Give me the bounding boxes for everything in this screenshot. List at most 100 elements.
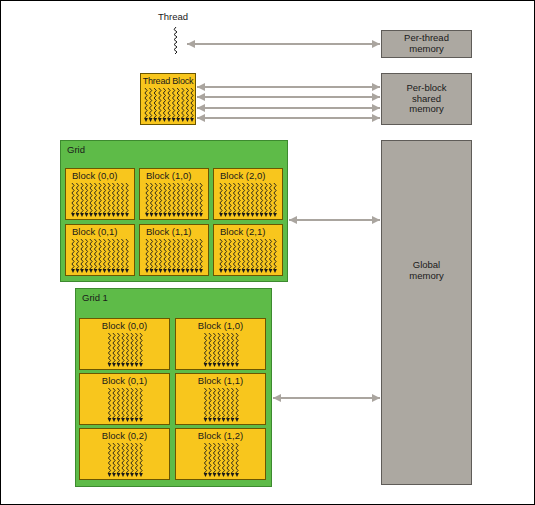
thread-squiggle — [186, 183, 190, 217]
thread-squiggle — [224, 239, 228, 273]
thread-squiggle — [172, 88, 176, 122]
thread-squiggle — [103, 239, 107, 273]
thread-squiggle — [246, 183, 250, 217]
thread-squiggle — [226, 443, 230, 477]
thread-squiggle — [235, 333, 239, 367]
node-label: Block (2,0) — [214, 169, 282, 182]
thread-squiggle — [195, 183, 199, 217]
thread-squiggle — [112, 443, 116, 477]
thread-squiggle — [139, 333, 143, 367]
thread-squiggle — [195, 239, 199, 273]
thread-squiggle — [144, 88, 148, 122]
thread-squiggle — [117, 333, 121, 367]
memory-box: Global memory — [381, 140, 472, 485]
thread-squiggle — [89, 239, 93, 273]
thread-squiggle — [231, 333, 235, 367]
thread-squiggle — [255, 183, 259, 217]
thread-block-box: Thread Block — [140, 73, 196, 125]
thread-squiggle — [126, 333, 130, 367]
node-label: Block (1,1) — [140, 225, 208, 238]
thread-squiggle — [177, 239, 181, 273]
thread-squiggle — [116, 239, 120, 273]
grid-box: GridBlock (0,0)Block (1,0)Block (2,0)Blo… — [60, 140, 288, 282]
thread-squiggle — [224, 183, 228, 217]
node-label: Global memory — [399, 260, 455, 282]
thread-squiggle — [213, 333, 217, 367]
thread-squiggle — [94, 239, 98, 273]
thread-squiggle — [186, 239, 190, 273]
thread-squiggle — [117, 388, 121, 422]
thread-squiggle — [126, 443, 130, 477]
thread-squiggle — [226, 333, 230, 367]
thread-squiggle — [76, 183, 80, 217]
thread-squiggle — [208, 388, 212, 422]
thread-squiggle — [226, 388, 230, 422]
thread-squiggle — [235, 443, 239, 477]
thread-squiggle — [177, 183, 181, 217]
thread-squiggle — [107, 183, 111, 217]
thread-squiggle — [246, 239, 250, 273]
thread-squiggle — [103, 183, 107, 217]
thread-squiggle — [273, 239, 277, 273]
thread-squiggle — [139, 443, 143, 477]
thread-squiggle — [150, 239, 154, 273]
thread-squiggle — [237, 239, 241, 273]
block-box: Block (1,1) — [175, 373, 266, 425]
memory-access-arrow — [197, 107, 380, 109]
thread-squiggle — [222, 443, 226, 477]
thread-squiggle — [190, 239, 194, 273]
thread-squiggle — [204, 388, 208, 422]
thread-squiggle — [208, 333, 212, 367]
thread-squiggle — [117, 443, 121, 477]
thread-squiggle — [94, 183, 98, 217]
node-label: Block (0,1) — [80, 374, 169, 387]
memory-access-arrow — [197, 96, 380, 98]
thread-squiggle — [116, 183, 120, 217]
node-label: Block (1,1) — [176, 374, 265, 387]
thread-squiggle — [80, 183, 84, 217]
thread-squiggle — [233, 183, 237, 217]
thread-squiggle — [273, 183, 277, 217]
thread-squiggle — [121, 388, 125, 422]
thread-squiggle — [208, 443, 212, 477]
thread-squiggle — [172, 183, 176, 217]
thread-squiggle — [89, 183, 93, 217]
thread-squiggle — [204, 443, 208, 477]
block-box: Block (0,1) — [79, 373, 170, 425]
thread-squiggle — [260, 183, 264, 217]
thread-label: Thread — [158, 12, 188, 23]
thread-squiggle — [181, 183, 185, 217]
thread-squiggle — [159, 239, 163, 273]
thread-squiggle — [135, 443, 139, 477]
thread-squiggle — [174, 27, 177, 54]
memory-access-arrow — [197, 86, 380, 88]
thread-squiggle — [108, 333, 112, 367]
thread-squiggle — [163, 183, 167, 217]
thread-squiggle — [71, 183, 75, 217]
thread-squiggle — [163, 239, 167, 273]
thread-squiggle — [186, 88, 190, 122]
thread-squiggle — [219, 239, 223, 273]
thread-squiggle — [251, 239, 255, 273]
node-label: Block (2,1) — [214, 225, 282, 238]
thread-squiggle — [222, 388, 226, 422]
thread-squiggle — [199, 239, 203, 273]
memory-box: Per-block shared memory — [381, 73, 472, 125]
thread-squiggle — [167, 88, 171, 122]
thread-squiggle — [112, 333, 116, 367]
block-box: Block (0,2) — [79, 428, 170, 480]
node-label: Block (0,0) — [80, 319, 169, 332]
node-label: Grid 1 — [76, 289, 271, 304]
thread-squiggle — [222, 333, 226, 367]
memory-box: Per-thread memory — [381, 30, 472, 58]
node-label: Thread Block — [141, 74, 195, 86]
thread-squiggle — [269, 183, 273, 217]
thread-squiggle — [130, 388, 134, 422]
node-label: Per-block shared memory — [399, 83, 455, 116]
thread-squiggle — [219, 183, 223, 217]
node-label: Grid — [61, 141, 287, 156]
thread-squiggle — [130, 443, 134, 477]
thread-squiggle — [233, 239, 237, 273]
thread-squiggle — [228, 183, 232, 217]
